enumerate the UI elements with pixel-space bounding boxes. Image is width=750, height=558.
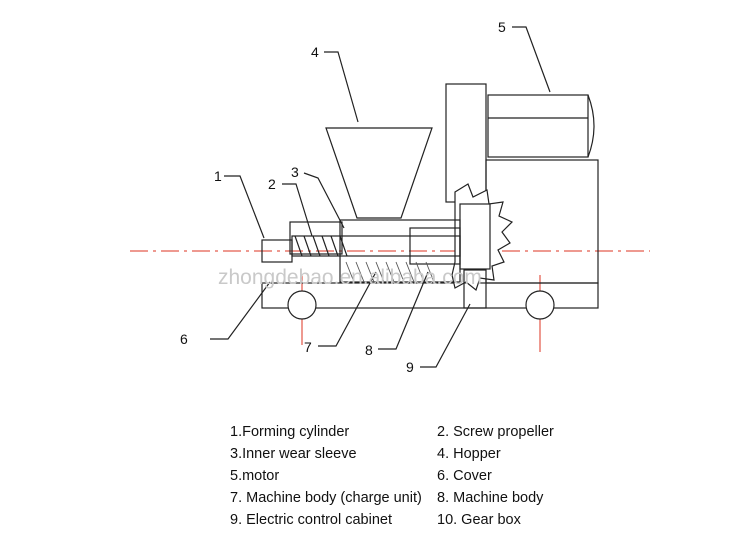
screw-flights: [294, 235, 348, 257]
legend-item: 2. Screw propeller: [437, 424, 554, 440]
legend-item: 3.Inner wear sleeve: [230, 446, 357, 462]
leader-7: [318, 271, 377, 347]
wheel-right: [525, 290, 555, 320]
legend-item: 6. Cover: [437, 468, 492, 484]
cabinet-panel: [463, 269, 487, 309]
motor-body: [487, 94, 589, 158]
screw-shaft: [291, 235, 461, 257]
callout-6: 6: [180, 331, 188, 347]
callout-9: 9: [406, 359, 414, 375]
machine-base: [261, 282, 599, 309]
legend-item: 4. Hopper: [437, 446, 501, 462]
leader-9: [420, 303, 471, 368]
legend-item: 7. Machine body (charge unit): [230, 490, 422, 506]
callout-4: 4: [311, 44, 319, 60]
legend-item: 10. Gear box: [437, 512, 521, 528]
leader-8: [378, 271, 429, 350]
callout-1: 1: [214, 168, 222, 184]
hatched-body: [345, 261, 435, 283]
legend-item: 9. Electric control cabinet: [230, 512, 392, 528]
leader-4: [324, 51, 359, 123]
inner-sleeve: [289, 221, 343, 255]
legend-item: 5.motor: [230, 468, 280, 484]
legend-item: 1.Forming cylinder: [230, 424, 350, 440]
leader-2: [282, 183, 313, 237]
legend-item: 8. Machine body: [437, 490, 544, 506]
callout-5: 5: [498, 19, 506, 35]
hopper: [325, 127, 433, 219]
leader-3: [303, 172, 345, 229]
leader-1: [224, 175, 265, 239]
callout-8: 8: [365, 342, 373, 358]
parts-legend: 1.Forming cylinder 2. Screw propeller 3.…: [230, 423, 607, 529]
callout-2: 2: [268, 176, 276, 192]
watermark: zhongdebao.en.alibaba.com: [218, 266, 482, 289]
gear-wheel: [451, 183, 514, 292]
leader-5: [512, 26, 551, 93]
gearbox-housing: [445, 83, 487, 203]
bearing-block: [409, 227, 461, 265]
callout-7: 7: [304, 339, 312, 355]
wheel-left: [287, 290, 317, 320]
leader-6: [210, 281, 271, 340]
callout-3: 3: [291, 164, 299, 180]
